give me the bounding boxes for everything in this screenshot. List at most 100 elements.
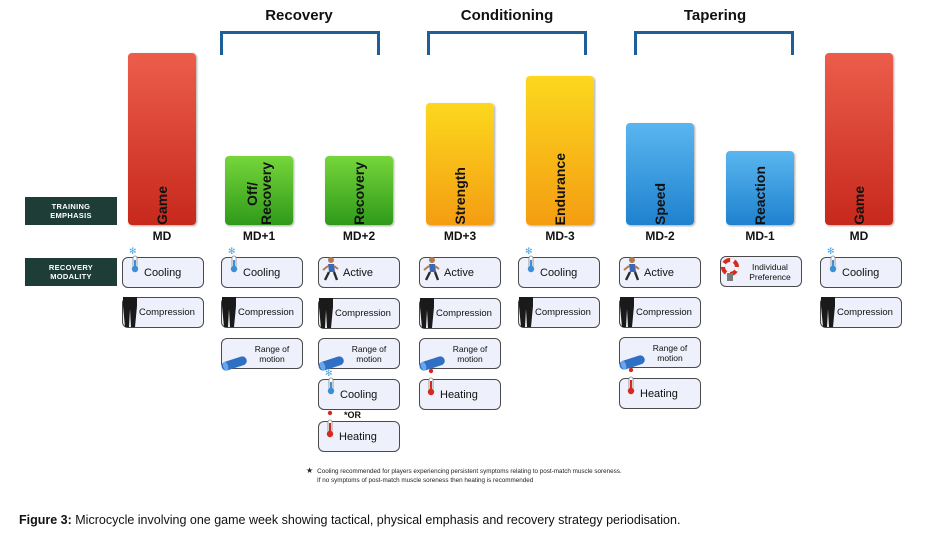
compression-tights-icon [821,297,835,327]
runner-icon [423,257,440,281]
compression-tights-icon [123,297,137,327]
snowflake-thermometer-icon: ✻ [129,247,139,273]
figure-caption: Figure 3: Microcycle involving one game … [19,513,680,527]
chip-range-of-motion: Range of motion [619,337,701,370]
heat-thermometer-icon [427,368,435,396]
chip-range-of-motion: Range of motion [221,338,303,371]
bar-mdm2-speed: Speed [626,123,694,225]
recovery-modality-label: RECOVERY MODALITY [25,258,117,286]
chip-heating: Heating [419,368,501,410]
chip-compression: Compression [518,297,600,328]
foam-roller-icon [619,355,645,370]
or-note: *OR [344,410,362,420]
chip-cooling: ✻ Cooling [820,247,902,288]
bracket-recovery [220,31,380,55]
chip-active: Active [619,257,701,288]
chip-cooling: ✻ Cooling [518,247,600,288]
bar-label: Reaction [752,165,768,225]
phase-title-recovery: Recovery [265,7,333,24]
day-label-md-minus-3: MD-3 [545,229,575,243]
chip-label: Range of motion [452,343,488,364]
phase-title-tapering: Tapering [683,7,747,24]
chip-label: Heating [440,388,478,401]
chip-label: Cooling [243,266,281,279]
bar-mdm3-endurance: Endurance [526,76,594,225]
snowflake-thermometer-icon: ✻ [827,247,837,273]
runner-icon [322,257,339,281]
runner-icon [623,257,640,281]
chip-label: Heating [339,430,377,443]
compression-tights-icon [620,297,634,327]
chip-compression: Compression [419,298,501,329]
chip-compression: Compression [318,298,400,329]
day-label-md: MD [152,229,172,243]
chip-compression: Compression [221,297,303,328]
snowflake-thermometer-icon: ✻ [325,369,335,395]
chip-label: Active [444,266,474,279]
chip-cooling: ✻ Cooling [221,247,303,288]
bracket-tapering [634,31,794,55]
day-label-md-plus-1: MD+1 [242,229,276,243]
compression-tights-icon [420,298,434,328]
heat-thermometer-icon [326,410,334,438]
chip-label: Compression [636,307,692,318]
bar-label: Speed [652,182,668,225]
chip-label: Compression [837,307,893,318]
bar-label: Off/ Recovery [244,161,274,225]
asterisk-icon: ★ [306,466,314,475]
training-emphasis-label: TRAINING EMPHASIS [25,197,117,225]
bar-label: Endurance [552,152,568,225]
phase-title-conditioning: Conditioning [460,7,554,24]
day-label-md-plus-2: MD+2 [342,229,376,243]
svg-text:✻: ✻ [525,247,533,257]
chip-active: Active [419,257,501,288]
chip-cooling: ✻ Cooling [122,247,204,288]
bar-label: Game [154,186,170,225]
chip-label: Cooling [842,266,880,279]
caption-text: Microcycle involving one game week showi… [71,513,681,527]
chip-label: Compression [238,307,294,318]
svg-text:✻: ✻ [325,369,333,379]
chip-label: Active [343,266,373,279]
footnote: ★Cooling recommended for players experie… [306,466,622,485]
chip-label: Range of motion [652,342,688,363]
day-label-md-2: MD [849,229,869,243]
foam-roller-icon [318,356,344,371]
bar-md1-off-recovery: Off/ Recovery [225,156,293,225]
lifebuoy-icon [721,258,739,281]
chip-range-of-motion: Range of motion [419,338,501,371]
chip-heating: Heating [318,410,400,452]
chip-label: Compression [535,307,591,318]
bar-md2-recovery: Recovery [325,156,393,225]
chip-compression: Compression [619,297,701,328]
foam-roller-icon [221,356,247,371]
snowflake-thermometer-icon: ✻ [228,247,238,273]
chip-label: Range of motion [351,343,387,364]
svg-text:✻: ✻ [129,247,137,257]
day-label-md-minus-1: MD-1 [745,229,775,243]
chip-individual-preference: Individual Preference [720,256,802,287]
svg-text:✻: ✻ [228,247,236,257]
chip-label: Compression [335,308,391,319]
chip-label: Cooling [144,266,182,279]
compression-tights-icon [519,297,533,327]
footnote-text-1: Cooling recommended for players experien… [317,468,622,475]
snowflake-thermometer-icon: ✻ [525,247,535,273]
chip-label: Individual Preference [749,261,791,282]
chip-heating: Heating [619,367,701,409]
caption-label: Figure 3: [19,513,72,527]
chip-compression: Compression [122,297,204,328]
bar-md3-strength: Strength [426,103,494,225]
bracket-conditioning [427,31,587,55]
svg-text:✻: ✻ [827,247,835,257]
chip-active: Active [318,257,400,288]
bar-mdm1-reaction: Reaction [726,151,794,225]
bar-label: Game [851,186,867,225]
chip-label: Compression [139,307,195,318]
chip-range-of-motion: Range of motion [318,338,400,371]
bar-label: Strength [452,167,468,225]
compression-tights-icon [319,298,333,328]
footnote-line-2: If no symptoms of post-match muscle sore… [317,477,534,484]
heat-thermometer-icon [627,367,635,395]
chip-label: Cooling [540,266,578,279]
